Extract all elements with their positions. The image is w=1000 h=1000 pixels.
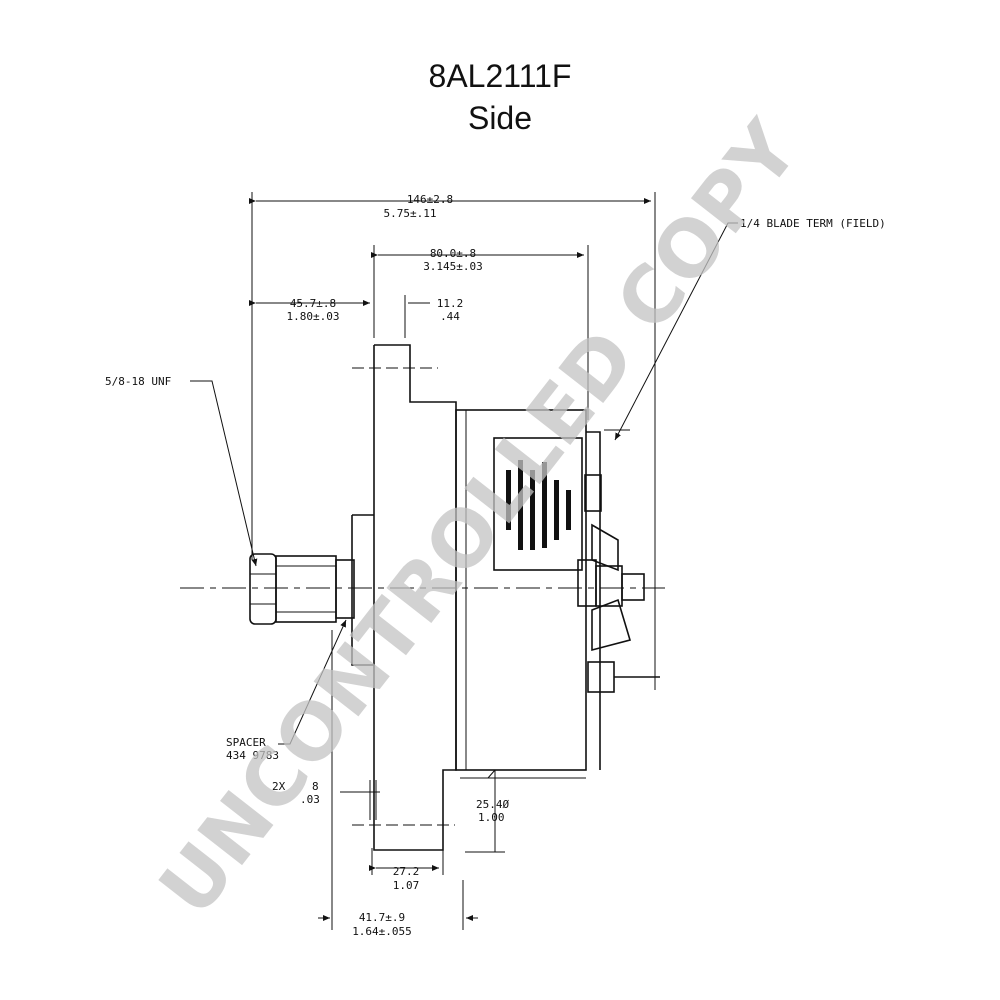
dim-slot-mm: 8 [312,780,319,793]
rear-terminals [577,429,660,693]
dim-foot-in: 1.07 [393,879,420,892]
callout-thread: 5/8-18 UNF [105,375,171,388]
dim-shaft-in: 1.80±.03 [287,310,340,323]
vent-slots [506,460,571,550]
dim-foot-mm: 27.2 [393,865,420,878]
dim-body-in: 3.145±.03 [423,260,483,273]
callouts: 5/8-18 UNF 1/4 BLADE TERM (FIELD) SPACER… [105,217,886,762]
dim-bottom-mm: 41.7±.9 [359,911,405,924]
dimension-labels: 146±2.8 5.75±.11 80.0±.8 3.145±.03 45.7±… [272,193,509,938]
dim-shaft-mm: 45.7±.8 [290,297,336,310]
dim-body-mm: 80.0±.8 [430,247,476,260]
dim-slot-prefix: 2X [272,780,286,793]
callout-spacer: SPACER [226,736,266,749]
dim-hole-in: 1.00 [478,811,505,824]
dim-flange-mm: 11.2 [437,297,464,310]
shaft-nut-assembly [249,553,355,625]
page-subtitle: Side [467,100,533,136]
dim-slot-in: .03 [300,793,320,806]
callout-blade-term: 1/4 BLADE TERM (FIELD) [740,217,886,230]
dim-overall-in: 5.75±.11 [384,207,437,220]
dim-bottom-in: 1.64±.055 [352,925,412,938]
extension-lines [251,192,656,930]
dim-hole-mm: 25.4Ø [476,798,509,811]
alternator-housing [455,409,601,779]
dim-overall-mm: 146±2.8 [407,193,453,206]
dim-flange-in: .44 [440,310,460,323]
page-title: 8AL2111F [428,58,572,94]
callout-spacer-part: 434 9783 [226,749,279,762]
